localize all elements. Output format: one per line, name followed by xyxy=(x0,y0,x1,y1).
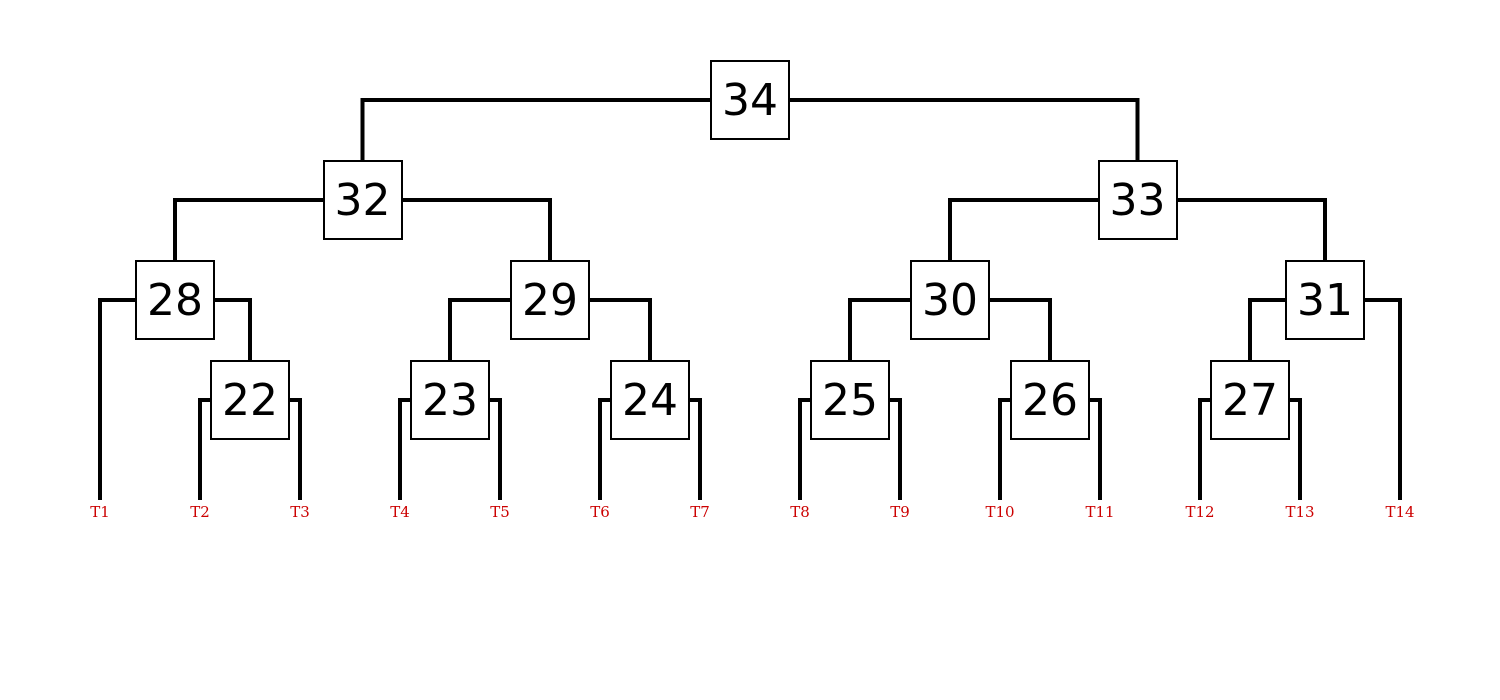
leaf-label-t14: T14 xyxy=(1385,503,1415,521)
cluster-node-22: 22 xyxy=(210,360,290,440)
leaf-label-t11: T11 xyxy=(1085,503,1115,521)
cluster-node-32: 32 xyxy=(322,160,403,240)
cluster-node-25: 25 xyxy=(810,360,890,440)
leaf-label-t5: T5 xyxy=(490,503,510,521)
cluster-node-26: 26 xyxy=(1010,360,1090,440)
cluster-node-27: 27 xyxy=(1210,360,1290,440)
cluster-node-30: 30 xyxy=(910,260,990,340)
leaf-label-t10: T10 xyxy=(985,503,1015,521)
leaf-label-t1: T1 xyxy=(90,503,110,521)
leaf-label-t12: T12 xyxy=(1185,503,1215,521)
leaf-label-t3: T3 xyxy=(290,503,310,521)
cluster-node-33: 33 xyxy=(1097,160,1178,240)
leaf-label-t4: T4 xyxy=(390,503,410,521)
cluster-node-31: 31 xyxy=(1285,260,1365,340)
leaf-label-t9: T9 xyxy=(890,503,910,521)
edge-34-32 xyxy=(360,98,750,200)
cluster-node-23: 23 xyxy=(410,360,490,440)
cluster-node-34: 34 xyxy=(710,60,790,140)
cluster-node-28: 28 xyxy=(135,260,215,340)
edge-34-33 xyxy=(750,98,1140,200)
leaf-label-t8: T8 xyxy=(790,503,810,521)
cluster-node-29: 29 xyxy=(510,260,590,340)
leaf-label-t13: T13 xyxy=(1285,503,1315,521)
leaf-label-t2: T2 xyxy=(190,503,210,521)
cluster-node-24: 24 xyxy=(610,360,690,440)
leaf-label-t6: T6 xyxy=(590,503,610,521)
leaf-label-t7: T7 xyxy=(690,503,710,521)
